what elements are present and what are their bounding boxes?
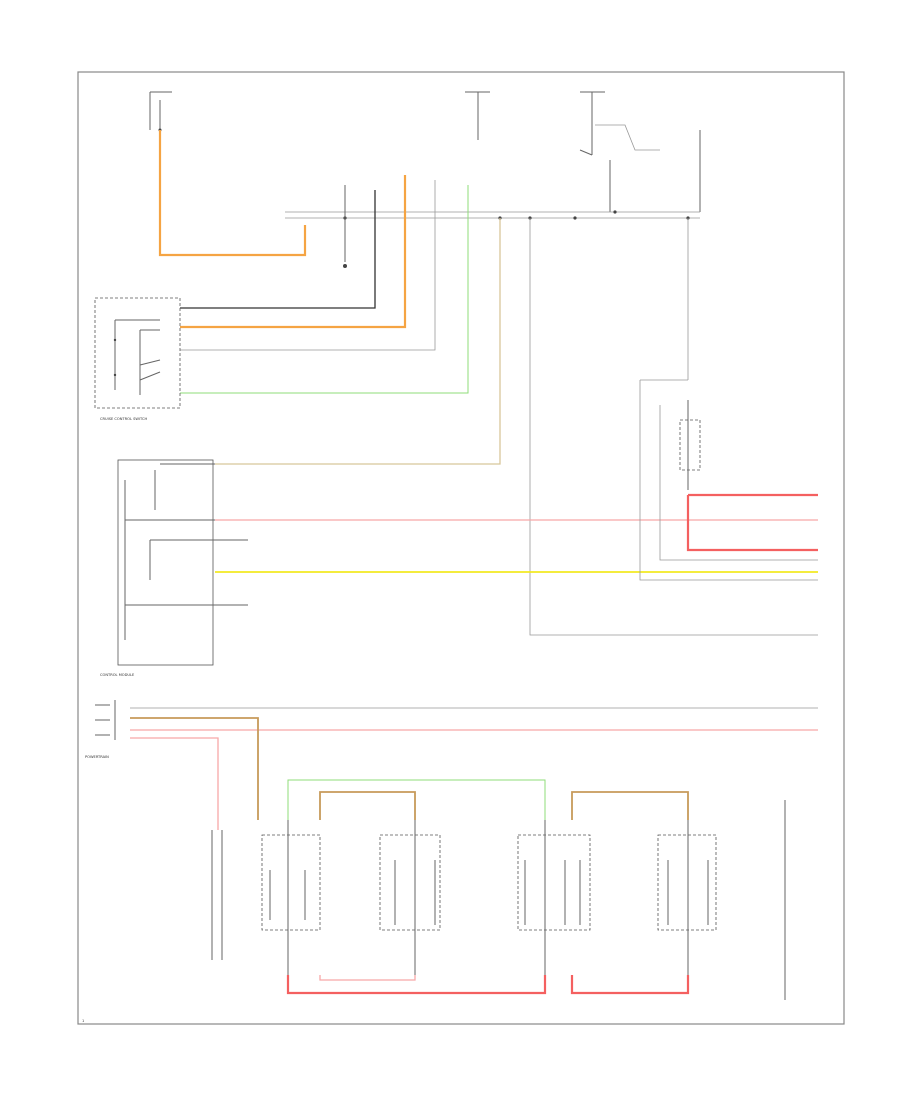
pink-wire-bottom [319, 975, 416, 981]
brown-wire-powertrain [130, 717, 259, 820]
cruise-control-switch: CRUISE CONTROL SWITCH [94, 297, 181, 421]
ground-node [343, 264, 347, 268]
switch-assembly-2 [379, 820, 441, 975]
tan-wire-module [215, 218, 501, 465]
orange-wire-switch [180, 175, 407, 329]
page-number: 1 [82, 1019, 84, 1023]
cruise-switch-label: CRUISE CONTROL SWITCH [100, 417, 147, 421]
right-sensor [639, 218, 818, 581]
red-wire-bottom-right [570, 975, 690, 995]
pink-wire-down [130, 737, 219, 830]
orange-wire-left [158, 130, 307, 257]
brown-wire-bottom-right [571, 791, 689, 820]
gray-wire-long [529, 218, 818, 636]
dark-wire-switch [180, 190, 376, 309]
green-wire-bottom [287, 779, 546, 820]
gray-wire-switch [180, 180, 436, 351]
green-wire-switch [180, 185, 469, 394]
top-center-power-source [465, 91, 490, 140]
switch-assembly-3 [517, 820, 591, 990]
control-module: CONTROL MODULE [100, 459, 215, 677]
switch-assembly-1 [261, 820, 321, 990]
main-connector-bus [285, 210, 700, 220]
vertical-wires-left [211, 830, 223, 960]
red-wire-bottom-left [286, 975, 547, 995]
top-right-power-source [579, 91, 701, 212]
diagram-frame [77, 71, 845, 1025]
control-module-label: CONTROL MODULE [100, 673, 135, 677]
red-wire-right-mid [686, 495, 818, 552]
powertrain-connector: POWERTRAIN [85, 700, 116, 759]
powertrain-label: POWERTRAIN [85, 755, 109, 759]
switch-assembly-4 [657, 820, 717, 975]
brown-wire-bottom-left [319, 791, 416, 820]
